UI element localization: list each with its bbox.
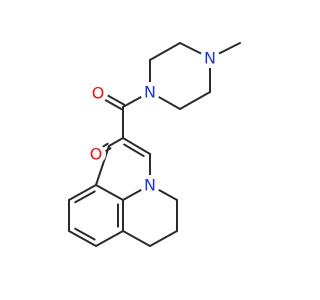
bond-C7-C6a xyxy=(122,230,151,247)
bond-C1k-O2k-a xyxy=(101,142,109,149)
atom-N-ring: N xyxy=(140,175,160,195)
structure-canvas: O O N N N xyxy=(68,42,241,247)
bond-C1k-O2k-b xyxy=(104,147,112,153)
bond-C9b-C9a xyxy=(95,184,124,201)
bond-Ccarb-O1-a xyxy=(106,94,126,106)
atom-O1: O xyxy=(88,83,108,103)
bond-N2-Me xyxy=(217,42,241,55)
bond-C5-C6-a xyxy=(68,230,97,247)
atom-O2: O xyxy=(86,144,106,164)
bond-C9a-C1k xyxy=(95,145,110,186)
atom-N-piperazine-methyl: N xyxy=(200,48,220,68)
bond-C8-C7 xyxy=(149,230,178,247)
bond-pa-pb xyxy=(149,42,181,61)
bond-Ccarb-N1 xyxy=(122,95,144,108)
bond-pc-pd xyxy=(179,91,211,110)
atom-N-piperazine-amide: N xyxy=(140,82,160,102)
bond-pd-N1 xyxy=(156,95,181,110)
bond-pb-N2 xyxy=(179,42,203,55)
atom-O2-label: O xyxy=(90,145,103,164)
bond-N3-C9b xyxy=(122,188,144,201)
atom-O1-label: O xyxy=(92,84,105,103)
bond-C1k-C2 xyxy=(108,137,124,147)
bond-C9a-C4-inner xyxy=(74,190,96,204)
bond-layer xyxy=(68,42,241,247)
bond-N3-C9 xyxy=(156,188,178,201)
atom-N3-label: N xyxy=(144,176,156,195)
molecule-drawing: O O N N N xyxy=(68,42,241,247)
atom-N2-label: N xyxy=(204,49,216,68)
bond-C5-C6-inner xyxy=(74,227,96,241)
bond-C2-C3-inner xyxy=(123,143,145,158)
bond-Ccarb-O1-b xyxy=(103,98,123,111)
bond-C2-C3-a xyxy=(122,137,151,155)
bond-C6-C6a xyxy=(95,230,124,247)
atom-N1-label: N xyxy=(144,83,156,102)
atom-layer: O O N N N xyxy=(86,48,220,195)
bond-C9a-C4-a xyxy=(68,184,97,201)
